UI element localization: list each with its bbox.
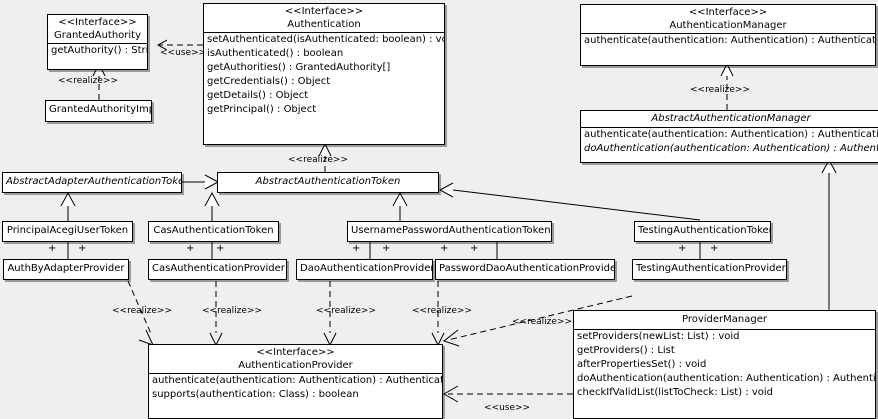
class-name-label: Authentication [287,19,361,30]
assoc-plus-principal-right: + [78,243,87,254]
stereotype-label: <<Interface>> [58,17,137,28]
class-header-authentication-manager: <<Interface>> AuthenticationManager [581,5,875,34]
class-members-provider-manager: setProviders(newList: List) : void getPr… [574,330,875,400]
class-box-cas-authentication-provider[interactable]: CasAuthenticationProvider [148,259,287,280]
assoc-plus-testing-left: + [678,243,687,254]
member-row: doAuthentication(authentication: Authent… [584,143,878,154]
class-name-label: TestingAuthenticationProvider [636,263,786,274]
edge-label-realize-casauthenticationprovider: <<realize>> [202,306,262,316]
stereotype-label: <<Interface>> [256,347,335,358]
class-box-cas-authentication-token[interactable]: CasAuthenticationToken [148,221,279,242]
edge-label-realize-abstractauthenticationmanager: <<realize>> [690,85,750,95]
member-row: getCredentials() : Object [207,76,331,87]
edge-label-realize-testingauthenticationprovider: <<realize>> [512,317,572,327]
stereotype-label: <<Interface>> [688,7,768,18]
edge-label-use-authentication-grantedauthority: <<use>> [160,48,207,58]
member-row: supports(authentication: Class) : boolea… [152,389,359,400]
class-box-abstract-adapter-authentication-token[interactable]: AbstractAdapterAuthenticationToken [2,172,182,193]
member-row: getAuthorities() : GrantedAuthority[] [207,62,391,73]
edge-casauthenticationtoken-extends-abstractauthenticationtoken [204,191,220,221]
class-header-provider-manager: ProviderManager [574,311,875,330]
class-box-auth-by-adapter-provider[interactable]: AuthByAdapterProvider [3,259,129,280]
edge-abstractadapter-extends-abstractauthenticationtoken [181,174,220,190]
class-name-label: TestingAuthenticationToken [638,225,771,236]
class-box-username-password-authentication-token[interactable]: UsernamePasswordAuthenticationToken [347,221,552,242]
class-name-label: CasAuthenticationProvider [152,263,285,274]
edge-label-realize-passworddaoauthenticationprovider: <<realize>> [412,306,472,316]
assoc-plus-upat-right: + [470,243,479,254]
class-name-label: DaoAuthenticationProvider [300,263,433,274]
assoc-plus-cas-left: + [186,243,195,254]
edge-usernamepasswordtoken-extends-abstractauthenticationtoken [392,191,408,221]
assoc-plus-upat-mid-left: + [382,243,391,254]
edge-label-realize-grantedauthorityimpl: <<realize>> [58,76,118,86]
class-name-label: PrincipalAcegiUserToken [6,225,129,236]
member-row: getProviders() : List [577,345,675,356]
class-members-authentication-provider: authenticate(authentication: Authenticat… [149,374,442,402]
edge-providermanager-extends-abstractauthenticationmanager [821,158,837,310]
edge-label-realize-daoauthenticationprovider: <<realize>> [316,306,376,316]
member-row: getAuthority() : String [51,45,147,56]
edge-testingauthenticationtoken-extends-abstractauthenticationtoken [438,182,701,221]
edge-providermanager-uses-authenticationprovider [442,385,573,403]
class-box-granted-authority-impl[interactable]: GrantedAuthorityImpl [45,100,152,122]
member-row: authenticate(authentication: Authenticat… [584,129,878,140]
class-header-authentication-provider: <<Interface>> AuthenticationProvider [149,345,442,374]
class-box-testing-authentication-provider[interactable]: TestingAuthenticationProvider [632,259,787,280]
class-header-authentication: <<Interface>> Authentication [204,4,444,33]
member-row: setAuthenticated(isAuthenticated: boolea… [207,34,445,45]
class-box-dao-authentication-provider[interactable]: DaoAuthenticationProvider [296,259,433,280]
member-row: isAuthenticated() : boolean [207,48,344,59]
class-box-principal-acegi-user-token[interactable]: PrincipalAcegiUserToken [2,221,133,242]
member-row: doAuthentication(authentication: Authent… [577,373,876,384]
class-name-label: GrantedAuthority [53,30,142,41]
class-name-label: PasswordDaoAuthenticationProvider [439,263,615,274]
class-header-granted-authority: <<Interface>> GrantedAuthority [48,15,147,44]
class-name-label: AbstractAdapterAuthenticationToken [6,176,182,187]
class-box-abstract-authentication-manager[interactable]: AbstractAuthenticationManager authentica… [580,110,878,163]
class-header-abstract-authentication-manager: AbstractAuthenticationManager [581,111,878,128]
edge-principalacegiusertoken-extends-abstractadapter [60,191,76,221]
edge-label-realize-authbyadapterprovider: <<realize>> [112,306,172,316]
class-box-provider-manager[interactable]: ProviderManager setProviders(newList: Li… [573,310,876,419]
stereotype-label: <<Interface>> [284,6,364,17]
class-members-granted-authority: getAuthority() : String [48,44,147,58]
member-row: authenticate(authentication: Authenticat… [152,375,443,386]
class-members-authentication: setAuthenticated(isAuthenticated: boolea… [204,33,444,117]
class-name-label: AbstractAuthenticationManager [651,113,811,124]
class-members-abstract-authentication-manager: authenticate(authentication: Authenticat… [581,128,878,156]
assoc-plus-upat-left: + [352,243,361,254]
class-box-authentication-manager[interactable]: <<Interface>> AuthenticationManager auth… [580,4,876,66]
class-box-authentication[interactable]: <<Interface>> Authentication setAuthenti… [203,3,445,145]
member-row: authenticate(authentication: Authenticat… [584,35,876,46]
member-row: getPrincipal() : Object [207,104,317,115]
assoc-plus-principal-left: + [48,243,57,254]
class-box-abstract-authentication-token[interactable]: AbstractAuthenticationToken [217,172,439,193]
edge-label-use-providermanager: <<use>> [484,403,531,413]
class-box-testing-authentication-token[interactable]: TestingAuthenticationToken [634,221,771,242]
class-name-label: AbstractAuthenticationToken [255,176,401,187]
class-box-authentication-provider[interactable]: <<Interface>> AuthenticationProvider aut… [148,344,443,419]
member-row: getDetails() : Object [207,90,309,101]
member-row: setProviders(newList: List) : void [577,331,740,342]
class-name-label: AuthByAdapterProvider [7,263,125,274]
assoc-plus-cas-right: + [216,243,225,254]
class-box-granted-authority[interactable]: <<Interface>> GrantedAuthority getAuthor… [47,14,148,70]
class-name-label: ProviderManager [681,314,767,325]
class-name-label: GrantedAuthorityImpl [49,104,152,115]
member-row: afterPropertiesSet() : void [577,359,707,370]
class-members-authentication-manager: authenticate(authentication: Authenticat… [581,34,875,48]
member-row: checkIfValidList(listToCheck: List) : vo… [577,387,774,398]
assoc-plus-upat-mid-right: + [440,243,449,254]
edge-label-realize-abstractauthenticationtoken: <<realize>> [288,155,348,165]
assoc-plus-testing-right: + [710,243,719,254]
class-name-label: AuthenticationManager [669,20,787,31]
class-name-label: UsernamePasswordAuthenticationToken [351,225,551,236]
class-box-password-dao-authentication-provider[interactable]: PasswordDaoAuthenticationProvider [435,259,615,280]
class-name-label: AuthenticationProvider [238,360,353,371]
class-name-label: CasAuthenticationToken [153,225,274,236]
